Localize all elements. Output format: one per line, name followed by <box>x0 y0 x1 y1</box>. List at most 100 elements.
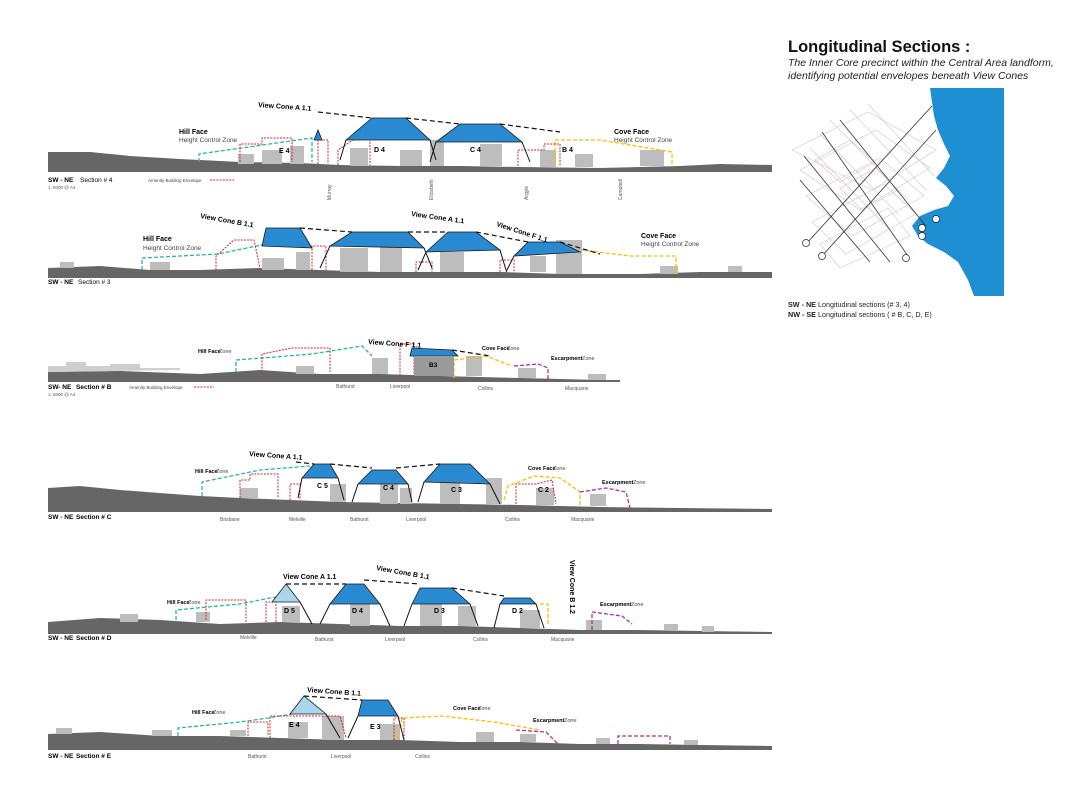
street-label: Liverpool <box>331 754 351 760</box>
view-cone-line <box>295 461 441 469</box>
cove-face-envelope <box>581 249 677 274</box>
cove-face-suffix: Zone <box>507 346 520 352</box>
hill-face-envelope <box>201 465 311 496</box>
view-cone-label: View Cone B 1.1 <box>307 687 361 698</box>
block-label: E 3 <box>370 724 381 731</box>
ground-profile <box>48 618 772 634</box>
street-label: Collins <box>415 754 431 760</box>
view-cone-line <box>317 111 561 133</box>
view-cone-label: View Cone B 1.2 <box>568 560 575 614</box>
hill-face-suffix: Zone <box>213 710 226 716</box>
amenity-envelopes <box>261 343 415 376</box>
scale-label: 1: 5000 @ A4 <box>48 392 76 397</box>
hill-face-envelope <box>198 137 313 162</box>
block-label: D 4 <box>374 147 385 154</box>
block-label: E 4 <box>279 148 290 155</box>
hill-face-suffix: Zone <box>216 469 229 475</box>
street-label: Murray <box>327 184 333 200</box>
ground-profile <box>48 152 772 172</box>
street-label: Melville <box>289 517 306 523</box>
cove-face-label: Cove Face <box>528 466 556 472</box>
amenity-legend-label: Amenity Building Envelope <box>148 178 202 183</box>
section-label-text: Section # E <box>76 753 112 760</box>
block-mass <box>414 356 454 376</box>
envelope-edges <box>339 139 531 163</box>
street-label: Collins <box>478 386 494 392</box>
view-cone-label: View Cone A 1.1 <box>411 211 465 225</box>
section-label-key: SW- NE <box>48 384 72 391</box>
block-label: C 5 <box>317 483 328 490</box>
ground-profile <box>48 486 772 512</box>
view-cone-label: View Cone A 1.1 <box>249 451 303 462</box>
view-cone-envelopes <box>289 695 399 717</box>
section-4: View Cone A 1.1 Hill Face Height Control… <box>48 102 772 200</box>
buildings <box>56 716 698 745</box>
block-label: C 3 <box>451 487 462 494</box>
cove-face-envelope <box>397 715 541 741</box>
escarpment-envelope <box>591 611 633 630</box>
street-label: Bathurst <box>336 384 355 390</box>
view-cone-line <box>303 695 363 701</box>
view-cone-line <box>286 579 505 597</box>
buildings <box>60 240 742 274</box>
view-cone-envelopes <box>261 227 582 257</box>
section-label-text: Section # C <box>76 514 112 521</box>
view-cone-label: View Cone F 1.1 <box>368 339 422 350</box>
block-label: C 4 <box>383 485 394 492</box>
scale-label: 1: 5000 @ A4 <box>48 185 76 190</box>
section-label-key: SW - NE <box>48 279 74 286</box>
view-cone-envelopes <box>301 463 491 485</box>
hill-face-suffix: Zone <box>188 600 201 606</box>
cove-face-sublabel: Height Control Zone <box>641 241 700 248</box>
escarpment-suffix: Zone <box>564 718 577 724</box>
block-label: C 4 <box>470 147 481 154</box>
map-section-markers <box>802 215 940 262</box>
view-cone-label: View Cone F 1.1 <box>495 221 548 244</box>
ground-profile <box>48 732 772 750</box>
amenity-envelopes <box>215 239 515 272</box>
section-3: View Cone B 1.1 View Cone A 1.1 View Con… <box>48 211 772 286</box>
hill-face-sublabel: Height Control Zone <box>179 137 238 144</box>
cove-face-label: Cove Face <box>482 346 510 352</box>
hill-face-label: Hill Face <box>192 710 215 716</box>
view-cone-envelopes <box>313 117 524 143</box>
block-label: B3 <box>429 362 438 369</box>
hill-face-sublabel: Height Control Zone <box>143 245 202 252</box>
view-cone-line <box>451 349 491 357</box>
street-label: Brisbane <box>220 517 240 523</box>
section-C: View Cone A 1.1 Hill Face Zone Cove Face… <box>48 451 772 523</box>
street-label: Collins <box>505 517 521 523</box>
legend-sw-ne-text: Longitudinal sections (# 3, 4) <box>817 300 910 309</box>
view-cone-label: View Cone A 1.1 <box>283 574 337 581</box>
legend-sw-ne-key: SW - NE <box>788 300 816 309</box>
block-label: D 2 <box>512 608 523 615</box>
street-label: Campbell <box>618 179 624 200</box>
envelope-edges <box>319 245 515 273</box>
legend-nw-se: NW - SE Longitudinal sections ( # B, C, … <box>788 310 932 319</box>
section-label-key: SW - NE <box>48 177 74 184</box>
buildings <box>238 140 664 167</box>
escarpment-suffix: Zone <box>582 356 595 362</box>
escarpment-label: Escarpment <box>602 480 634 486</box>
amenity-envelopes <box>239 473 557 505</box>
hill-face-label: Hill Face <box>167 600 190 606</box>
legend-sw-ne: SW - NE Longitudinal sections (# 3, 4) <box>788 300 910 309</box>
street-label: Collins <box>473 637 489 643</box>
cove-face-suffix: Zone <box>478 706 491 712</box>
street-label: Melville <box>240 635 257 641</box>
view-cone-line <box>299 227 601 255</box>
map-section-lines <box>799 105 937 263</box>
amenity-envelopes <box>205 599 277 622</box>
block-label: B 4 <box>562 147 573 154</box>
cove-face-envelope <box>453 355 513 378</box>
street-label: Argyle <box>524 186 530 200</box>
view-cone-label: View Cone A 1.1 <box>258 102 312 113</box>
section-label-key: SW - NE <box>48 635 74 642</box>
key-plan-map <box>791 88 1004 296</box>
section-label-text: Section # 4 <box>80 177 113 184</box>
block-label: D 4 <box>352 608 363 615</box>
block-label: D 3 <box>434 608 445 615</box>
hill-face-label: Hill Face <box>195 469 218 475</box>
harbour-water <box>912 88 1004 296</box>
block-label: E 4 <box>289 722 300 729</box>
